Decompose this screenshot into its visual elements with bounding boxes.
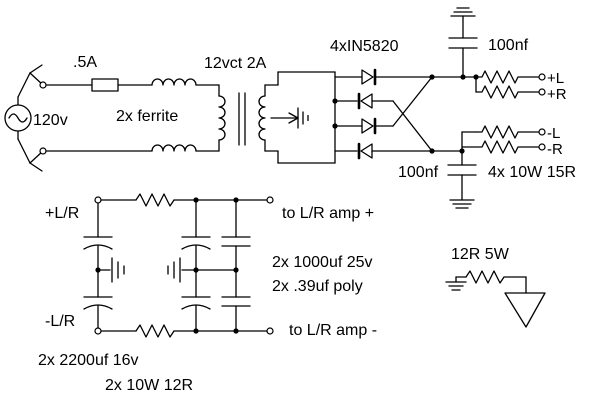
resistor-12r-bottom [135, 324, 175, 338]
ferrite-choke-bottom [151, 144, 197, 152]
output-pos-l-label: +L [547, 70, 564, 87]
terminal-neg-r [538, 143, 546, 151]
transformer [218, 84, 309, 152]
transformer-label: 12vct 2A [204, 55, 267, 72]
junction [193, 328, 199, 334]
cap-poly-top [221, 236, 251, 247]
junction [233, 197, 239, 203]
cap-1000uf-bottom [181, 296, 211, 310]
output-neg-l-label: -L [547, 125, 560, 142]
input-plug-bottom [29, 147, 47, 172]
bottom-ground-symbol [449, 199, 475, 209]
junction [332, 98, 338, 104]
output-pos-label: to L/R amp + [282, 205, 374, 222]
load-label: 12R 5W [451, 246, 510, 263]
junction [193, 267, 199, 273]
caps-1000uf-label: 2x 1000uf 25v [272, 254, 373, 271]
resistors-12r-label: 2x 10W 12R [105, 377, 193, 394]
rectifier-diodes [334, 68, 433, 160]
ferrite-choke-top [151, 78, 197, 86]
filter-resistors-label: 4x 10W 15R [488, 164, 576, 181]
junction [233, 267, 239, 273]
caps-poly-label: 2x .39uf poly [272, 278, 363, 295]
caps-2200uf-label: 2x 2200uf 16v [38, 352, 139, 369]
ground-mid-left [111, 257, 125, 283]
cap-poly-bottom [221, 296, 251, 307]
terminal-out-neg [266, 327, 274, 335]
output-pos-r-label: +R [547, 86, 567, 103]
choke-label: 2x ferrite [116, 108, 178, 125]
input-plug-top [29, 64, 47, 89]
junction [193, 197, 199, 203]
fuse [91, 78, 119, 92]
input-neg-label: -L/R [45, 313, 75, 330]
terminal-pos-l [538, 73, 546, 81]
cap-top-label: 100nf [488, 37, 529, 54]
junction [460, 74, 466, 80]
resistor-12r-top [135, 193, 175, 207]
junction [459, 148, 465, 154]
resistor-pos-l [475, 70, 541, 84]
terminal-out-pos [266, 196, 274, 204]
junction [332, 123, 338, 129]
ground-mid-right [167, 257, 181, 283]
cap-bottom-label: 100nf [398, 164, 439, 181]
junction [95, 267, 101, 273]
output-neg-r-label: -R [547, 141, 563, 158]
input-pos-label: +L/R [45, 205, 79, 222]
cap-2200uf-bottom [83, 296, 113, 310]
resistor-neg-r [461, 140, 541, 154]
ac-source [4, 72, 32, 164]
terminal-in-neg [94, 327, 102, 335]
cap-1000uf-top [181, 236, 211, 250]
resistor-neg-l [475, 125, 541, 139]
output-neg-label: to L/R amp - [289, 322, 377, 339]
fuse-label: .5A [73, 54, 97, 71]
cap-100nf-bottom [447, 164, 477, 201]
top-ground-symbol [450, 7, 476, 39]
terminal-neg-l [538, 128, 546, 136]
resistor-pos-r [475, 85, 541, 99]
cap-2200uf-top [83, 236, 113, 250]
cap-100nf-top [448, 37, 478, 78]
terminal-pos-r [538, 88, 546, 96]
voltage-label: 120v [33, 112, 68, 129]
terminal-in-pos [94, 196, 102, 204]
junction [233, 328, 239, 334]
rectifier-label: 4xIN5820 [330, 38, 399, 55]
load-resistor [445, 270, 546, 328]
